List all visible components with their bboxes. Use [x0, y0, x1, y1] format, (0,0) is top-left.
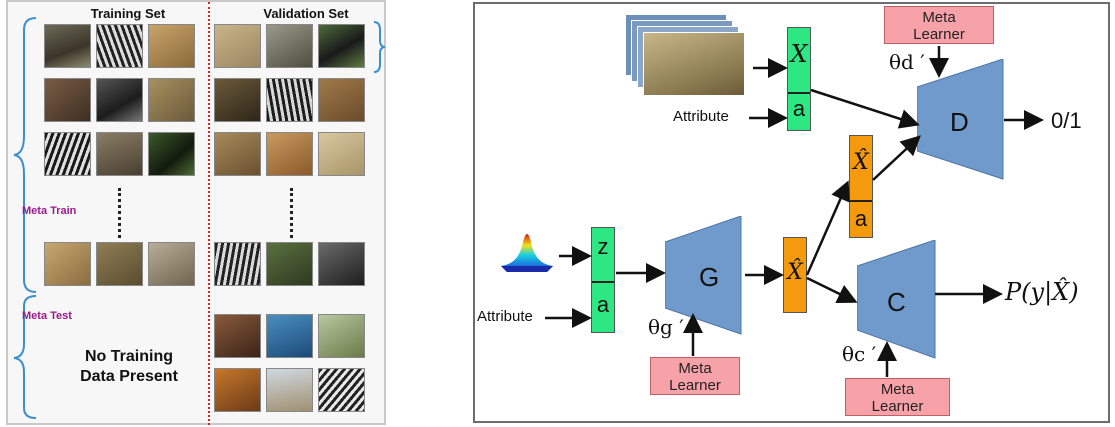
- train-image-lion: [148, 24, 195, 68]
- meta-learner-d-line2: Learner: [913, 26, 965, 43]
- generated-sample-slab: X̂: [783, 237, 807, 313]
- connection-arrows: [545, 46, 1044, 377]
- val-image-lion-cub: [266, 132, 313, 176]
- noise-input-slab: z a: [591, 227, 615, 333]
- test-image-giraffes: [266, 368, 313, 412]
- output-real-fake-label: 0/1: [1051, 108, 1082, 133]
- val-image-monkey: [266, 242, 313, 286]
- theta-g-label: θg ′: [648, 315, 684, 339]
- train-validation-separator: [208, 2, 210, 425]
- val-image-gazelle-2: [318, 132, 365, 176]
- meta-learner-c-line2: Learner: [871, 398, 924, 415]
- generator-shape: [665, 216, 742, 335]
- train-image-elephant: [44, 24, 91, 68]
- class-probability-label: P(y|X̂): [1005, 278, 1079, 306]
- train-image-porcupine: [148, 242, 195, 286]
- val-image-anteater: [266, 24, 313, 68]
- noise-z-label: z: [597, 234, 609, 259]
- real-image-stack: [625, 14, 755, 96]
- no-data-line1: No Training: [85, 348, 173, 365]
- train-image-mongoose: [96, 242, 143, 286]
- meta-train-label: Meta Train: [22, 205, 77, 217]
- test-image-horses: [214, 314, 261, 358]
- val-image-lion: [214, 78, 261, 122]
- validation-set-heading: Validation Set: [263, 6, 349, 21]
- validation-brace: [373, 21, 386, 73]
- training-more-dots: [118, 188, 121, 238]
- meta-learner-d: Meta Learner: [884, 6, 994, 44]
- meta-learner-g: Meta Learner: [650, 357, 740, 395]
- theta-d-label: θd ′: [889, 50, 925, 74]
- train-image-gorilla: [96, 78, 143, 122]
- dataset-split-panel: Training Set Validation Set Meta Train M…: [6, 0, 386, 425]
- val-image-zebra: [214, 242, 261, 286]
- val-image-zebras: [266, 78, 313, 122]
- train-image-anteater: [44, 78, 91, 122]
- test-image-zebra-closeup: [318, 368, 365, 412]
- training-set-heading: Training Set: [90, 6, 166, 21]
- train-image-zebra: [44, 132, 91, 176]
- noise-distribution-icon: [501, 234, 553, 272]
- attribute-a-label: a: [792, 96, 806, 121]
- train-image-chimp: [148, 132, 195, 176]
- attribute-label-bottom: Attribute: [477, 308, 533, 325]
- attribute-label-top: Attribute: [673, 108, 729, 125]
- gazelle-image: [643, 32, 745, 96]
- meta-learner-c: Meta Learner: [845, 378, 950, 416]
- generator-label: G: [699, 262, 720, 292]
- meta-learner-g-line1: Meta: [678, 360, 712, 377]
- val-image-gorilla: [318, 24, 365, 68]
- test-image-tiger: [214, 368, 261, 412]
- meta-learner-d-line1: Meta: [922, 9, 956, 26]
- val-image-elephant: [318, 78, 365, 122]
- validation-more-dots: [290, 188, 293, 238]
- meta-gan-architecture-panel: X a Attribute Meta Learner θd ′ D 0/1 z …: [473, 2, 1110, 423]
- generated-x-hat-label: X̂: [787, 260, 803, 285]
- test-image-bird-tree: [318, 314, 365, 358]
- val-image-gorilla-2: [318, 242, 365, 286]
- classifier-label: C: [887, 287, 906, 317]
- meta-test-label: Meta Test: [22, 310, 72, 322]
- meta-learner-c-line1: Meta: [880, 381, 915, 398]
- fake-x-hat-label: X̂: [853, 150, 869, 175]
- meta-train-brace: [13, 17, 37, 293]
- meta-learner-g-line2: Learner: [669, 377, 721, 394]
- x-label: X: [790, 40, 808, 68]
- classifier-shape: [857, 240, 936, 359]
- real-input-slab: X a: [787, 27, 811, 131]
- fake-attribute-a-label: a: [854, 206, 868, 231]
- test-image-dolphins: [266, 314, 313, 358]
- val-image-gazelle: [214, 24, 261, 68]
- discriminator-label: D: [950, 107, 969, 137]
- train-image-antelope: [148, 78, 195, 122]
- val-image-lion-2: [214, 132, 261, 176]
- no-data-line2: Data Present: [80, 368, 178, 385]
- train-image-zebras: [96, 24, 143, 68]
- discriminator-shape: [917, 59, 1004, 180]
- no-data-message: No Training Data Present: [64, 347, 194, 387]
- train-image-lioness: [44, 242, 91, 286]
- theta-c-label: θc ′: [842, 342, 877, 366]
- train-image-anteater-2: [96, 132, 143, 176]
- meta-test-brace: [13, 295, 37, 419]
- noise-attribute-a-label: a: [596, 292, 610, 317]
- fake-input-slab: X̂ a: [849, 135, 873, 238]
